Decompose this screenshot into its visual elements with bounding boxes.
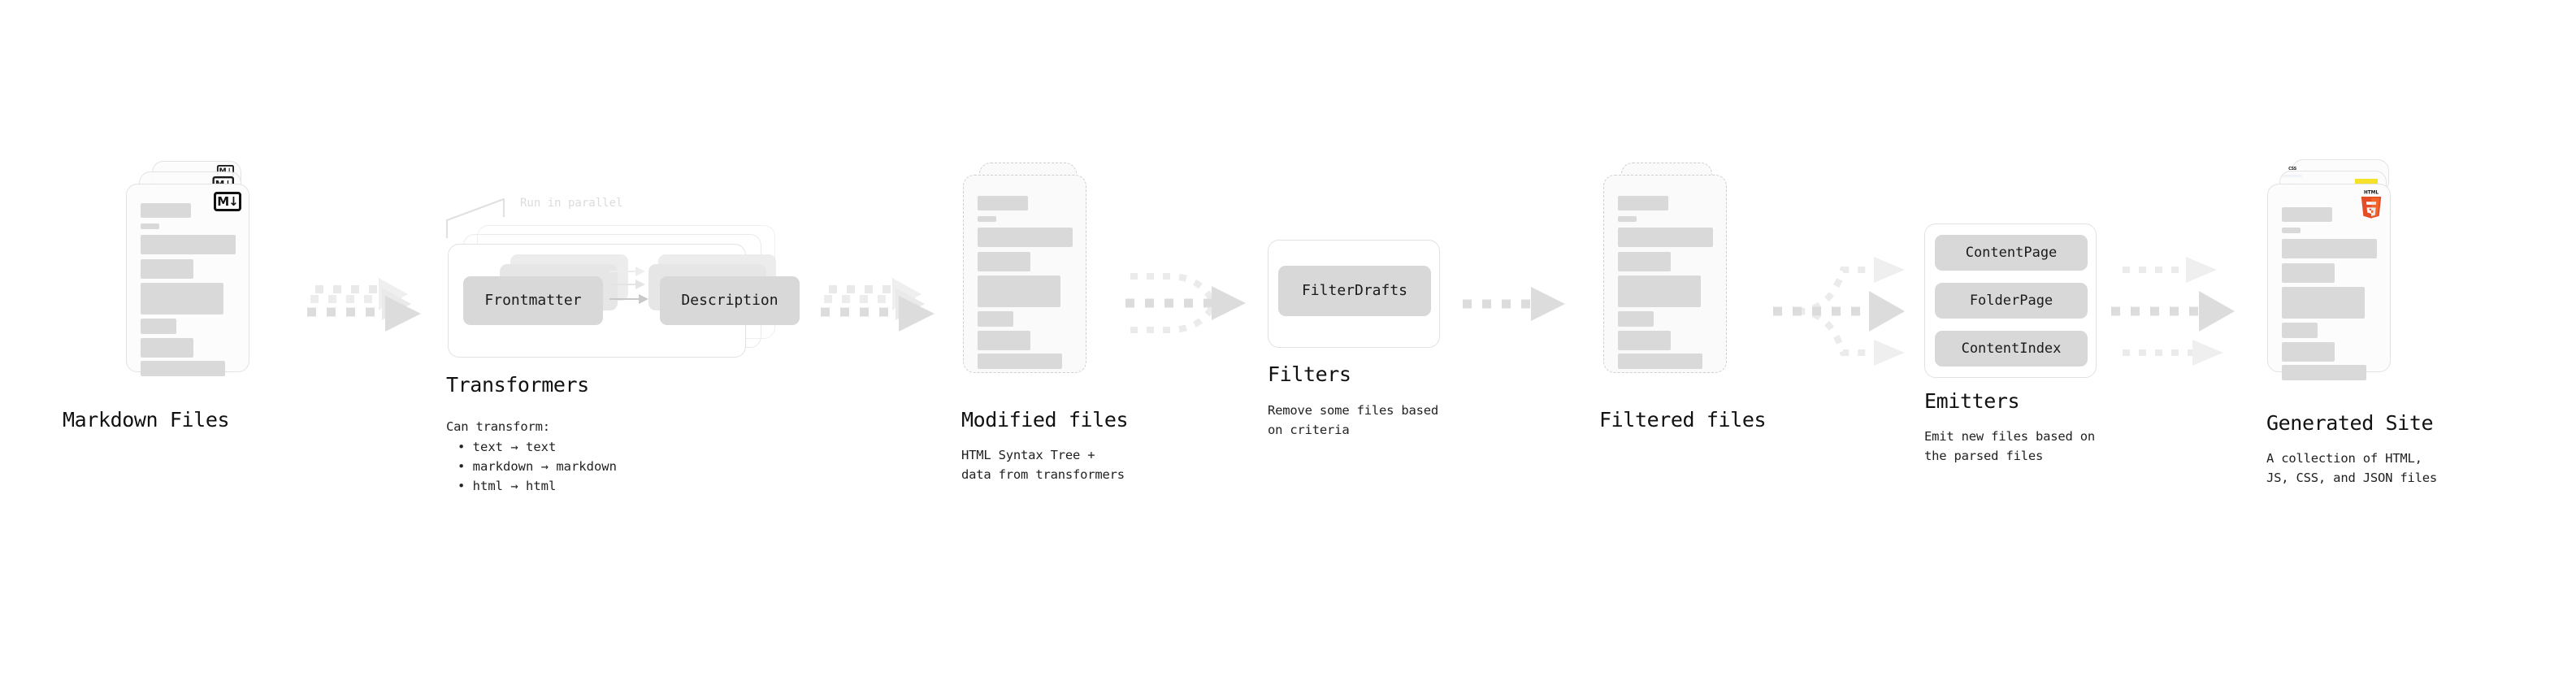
markdown-badge: M↓	[214, 192, 241, 211]
doc-bar	[978, 354, 1062, 369]
doc-bar	[141, 319, 176, 334]
filtered-file-stack	[1603, 163, 1766, 390]
annotation-run-in-parallel: Run in parallel	[520, 197, 623, 210]
emitter-pill-contentpage[interactable]: ContentPage	[1935, 235, 2088, 271]
doc-bar	[978, 252, 1030, 271]
doc-bar	[978, 196, 1028, 210]
stage-modified-files: Modified files HTML Syntax Tree + data f…	[961, 163, 1129, 482]
css3-badge-label: CSS	[2288, 167, 2296, 171]
doc-bar	[2282, 323, 2318, 338]
doc-bar	[1618, 275, 1701, 307]
caption-markdown-files: Markdown Files	[63, 408, 230, 432]
arrow-transformers-to-modified	[821, 275, 967, 348]
markdown-file-stack: M↓ M↓ M↓	[126, 161, 301, 397]
doc-bar	[141, 259, 193, 279]
doc-bar	[978, 216, 996, 222]
generated-site-stack: CSS HTML	[2267, 159, 2446, 395]
caption-filtered-files: Filtered files	[1599, 408, 1767, 432]
site-card-front-html: HTML	[2267, 184, 2391, 380]
doc-bar	[1618, 216, 1637, 222]
svg-text:HTML: HTML	[2364, 191, 2379, 196]
doc-bar	[2282, 263, 2335, 283]
doc-bar	[141, 283, 223, 314]
run-in-parallel-pointer	[445, 197, 505, 238]
doc-bar	[2282, 287, 2365, 319]
subcaption-filters: Remove some files based on criteria	[1268, 403, 1439, 438]
arrow-modified-to-filters	[1125, 260, 1280, 358]
transformers-bullet-item: • text → text	[458, 440, 557, 454]
doc-bar	[1618, 228, 1713, 247]
doc-bar	[141, 361, 225, 376]
doc-bar	[1618, 252, 1671, 271]
caption-modified-files: Modified files	[961, 408, 1129, 432]
subcaption-generated-site: A collection of HTML, JS, CSS, and JSON …	[2266, 451, 2438, 486]
stage-markdown-files: M↓ M↓ M↓ Markdown	[63, 161, 301, 432]
emitter-pill-contentpage-label: ContentPage	[1965, 244, 2058, 261]
doc-bar	[141, 203, 191, 218]
transformer-inner-arrows	[609, 267, 648, 304]
stage-filtered-files: Filtered files	[1599, 163, 1767, 432]
arrow-filters-to-filtered	[1463, 283, 1593, 341]
doc-bar	[2282, 239, 2377, 258]
doc-bar	[978, 275, 1060, 307]
filter-pill-filterdrafts[interactable]: FilterDrafts	[1278, 266, 1431, 316]
filter-pill-filterdrafts-label: FilterDrafts	[1301, 282, 1408, 299]
modified-file-stack	[963, 163, 1125, 390]
subcaption-transformers: Can transform:	[446, 419, 550, 434]
doc-bar	[141, 223, 159, 229]
transformers-bullet-list: • text → text • markdown → markdown • ht…	[458, 437, 617, 496]
doc-bar	[141, 338, 193, 358]
doc-bar	[978, 331, 1030, 350]
caption-filters: Filters	[1268, 362, 1351, 386]
doc-bar	[141, 235, 236, 254]
transformer-pill-description-label: Description	[681, 292, 778, 309]
doc-bar	[978, 228, 1073, 247]
doc-bar	[2282, 207, 2332, 222]
doc-bar	[1618, 196, 1668, 210]
doc-bar	[2282, 342, 2335, 362]
doc-bar	[1618, 311, 1654, 327]
doc-bar	[2282, 365, 2366, 380]
emitter-pill-contentindex[interactable]: ContentIndex	[1935, 331, 2088, 367]
subcaption-modified-files: HTML Syntax Tree + data from transformer…	[961, 448, 1125, 483]
arrow-filtered-to-emitters	[1773, 234, 1928, 388]
transformer-pill-frontmatter[interactable]: Frontmatter	[463, 276, 603, 325]
transformer-pill-description[interactable]: Description	[660, 276, 800, 325]
stage-generated-site: CSS HTML	[2266, 159, 2446, 485]
caption-generated-site: Generated Site	[2266, 411, 2434, 435]
arrow-markdown-to-transformers	[307, 275, 453, 348]
filtered-card-front	[1603, 175, 1727, 373]
doc-bar	[978, 311, 1013, 327]
arrow-emitters-to-site	[2111, 234, 2266, 388]
markdown-card-front: M↓	[126, 184, 249, 376]
modified-card-front	[963, 175, 1086, 373]
html5-badge: HTML	[2361, 191, 2382, 219]
emitter-pill-folderpage[interactable]: FolderPage	[1935, 283, 2088, 319]
doc-bar	[2282, 228, 2301, 233]
doc-bar	[1618, 354, 1702, 369]
transformers-bullet-item: • markdown → markdown	[458, 459, 617, 475]
transformer-pill-frontmatter-label: Frontmatter	[484, 292, 582, 309]
emitter-pill-contentindex-label: ContentIndex	[1961, 340, 2062, 357]
caption-transformers: Transformers	[446, 373, 589, 397]
doc-bar	[1618, 331, 1671, 350]
emitter-pill-folderpage-label: FolderPage	[1969, 292, 2053, 309]
caption-emitters: Emitters	[1924, 389, 2020, 413]
transformers-bullet-item: • html → html	[458, 479, 557, 494]
subcaption-emitters: Emit new files based on the parsed files	[1924, 429, 2096, 464]
